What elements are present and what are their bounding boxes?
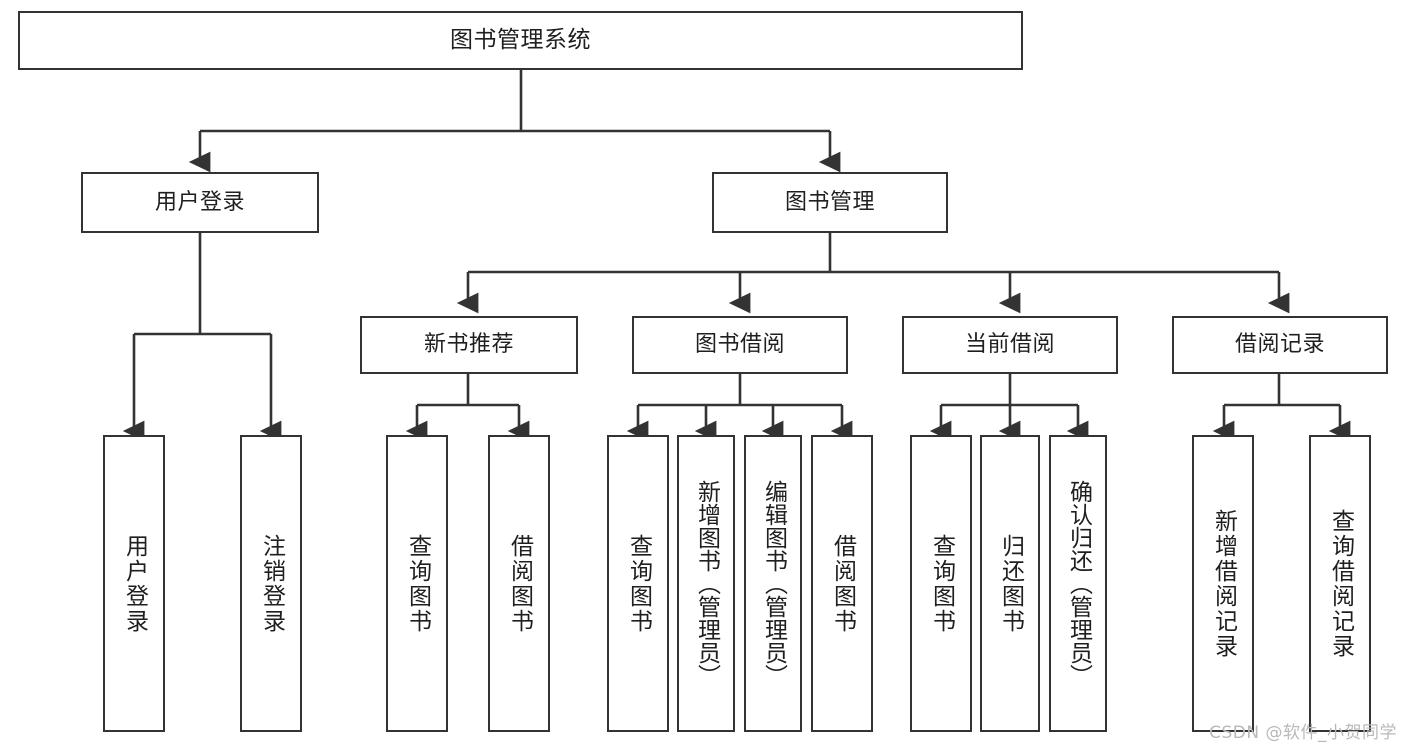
node-label: 查询借阅记录 [1327, 508, 1354, 659]
node-user-login[interactable]: 用户登录 [81, 172, 319, 233]
node-book-borrow[interactable]: 图书借阅 [632, 316, 848, 374]
node-label: 新增借阅记录 [1210, 508, 1237, 659]
edges-userlogin-to-leaves [122, 233, 282, 442]
node-label: 编辑图书（管理员） [760, 480, 787, 687]
node-label: 查询图书 [404, 533, 431, 634]
edges-borrowrecord-to-leaves [1212, 374, 1351, 442]
node-label: 查询图书 [928, 533, 955, 634]
node-label: 借阅图书 [829, 533, 856, 634]
edges-currentborrow-to-leaves [929, 374, 1089, 442]
leaf-confirm-return-admin[interactable]: 确认归还（管理员） [1049, 435, 1107, 732]
node-borrow-record[interactable]: 借阅记录 [1172, 316, 1388, 374]
edges-root-to-level2 [188, 70, 841, 173]
node-current-borrow[interactable]: 当前借阅 [902, 316, 1118, 374]
leaf-user-login[interactable]: 用户登录 [103, 435, 165, 732]
node-label: 借阅记录 [1234, 332, 1325, 358]
node-label: 当前借阅 [964, 332, 1055, 358]
node-label: 图书管理 [784, 189, 875, 215]
node-label: 查询图书 [625, 533, 652, 634]
node-book-management[interactable]: 图书管理 [712, 172, 948, 233]
node-label: 图书管理系统 [450, 26, 591, 53]
leaf-borrow-book-recommend[interactable]: 借阅图书 [488, 435, 550, 732]
edges-newbook-to-leaves [405, 374, 530, 442]
node-label: 用户登录 [121, 533, 148, 634]
leaf-query-book-recommend[interactable]: 查询图书 [386, 435, 448, 732]
watermark-text: CSDN @软件_小贺同学 [1209, 723, 1397, 743]
node-label: 用户登录 [154, 189, 245, 215]
leaf-query-book-borrow[interactable]: 查询图书 [607, 435, 669, 732]
leaf-query-book-current[interactable]: 查询图书 [910, 435, 972, 732]
leaf-borrow-book[interactable]: 借阅图书 [811, 435, 873, 732]
leaf-query-borrow-record[interactable]: 查询借阅记录 [1309, 435, 1371, 732]
leaf-edit-book-admin[interactable]: 编辑图书（管理员） [744, 435, 802, 732]
node-label: 归还图书 [997, 533, 1024, 634]
leaf-add-borrow-record[interactable]: 新增借阅记录 [1192, 435, 1254, 732]
node-label: 图书借阅 [694, 332, 785, 358]
leaf-return-book[interactable]: 归还图书 [980, 435, 1040, 732]
edges-booksmgmt-to-level3 [456, 233, 1290, 314]
leaf-add-book-admin[interactable]: 新增图书（管理员） [677, 435, 735, 732]
leaf-logout[interactable]: 注销登录 [240, 435, 302, 732]
node-label: 新增图书（管理员） [693, 480, 720, 687]
node-label: 借阅图书 [506, 533, 533, 634]
node-label: 确认归还（管理员） [1065, 480, 1092, 687]
node-label: 注销登录 [258, 533, 285, 634]
node-root-library-system[interactable]: 图书管理系统 [18, 11, 1023, 70]
node-label: 新书推荐 [423, 332, 514, 358]
edges-bookborrow-to-leaves [626, 374, 853, 442]
node-new-book-recommend[interactable]: 新书推荐 [360, 316, 578, 374]
